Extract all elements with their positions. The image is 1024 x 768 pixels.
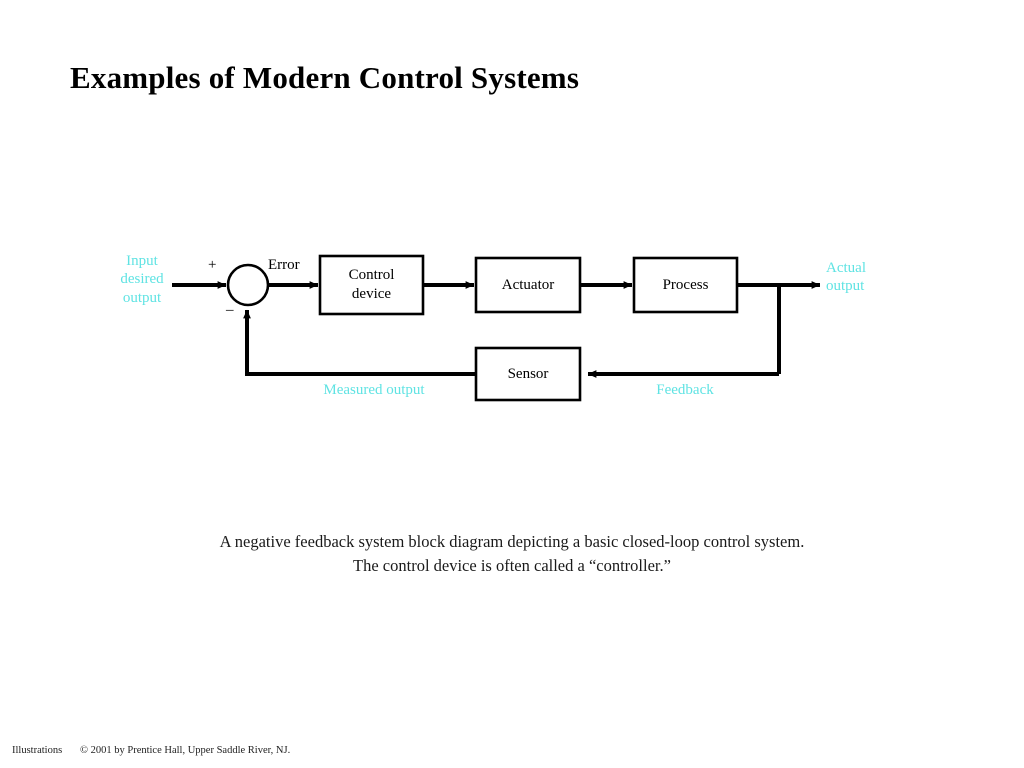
block-label-process: Process — [662, 276, 709, 293]
signal-label-measured-output: Measured output — [323, 382, 425, 398]
block-process — [632, 256, 739, 314]
block-label-control-device: Control device — [348, 267, 395, 302]
signal-label-error: Error — [268, 257, 300, 273]
signal-label-feedback: Feedback — [656, 382, 714, 398]
slide-footer: Illustrations © 2001 by Prentice Hall, U… — [0, 745, 1024, 765]
block-actuator — [474, 256, 582, 314]
footer-illustrations-label: Illustrations — [12, 745, 63, 756]
summing-junction-minus-sign: – — [226, 302, 234, 318]
block-control-device — [318, 254, 425, 316]
figure-caption: A negative feedback system block diagram… — [219, 532, 805, 575]
signal-label-input-desired-output: Input desired output — [120, 253, 164, 306]
summing-junction-circle — [226, 263, 270, 307]
signal-label-actual-output: Actual output — [826, 260, 866, 295]
summing-junction-plus-sign: + — [208, 257, 217, 273]
block-label-sensor: Sensor — [507, 365, 549, 382]
page-title: Examples of Modern Control Systems — [70, 60, 580, 95]
footer-copyright-text: © 2001 by Prentice Hall, Upper Saddle Ri… — [80, 745, 291, 756]
block-sensor — [474, 346, 582, 402]
block-label-actuator: Actuator — [501, 276, 555, 293]
